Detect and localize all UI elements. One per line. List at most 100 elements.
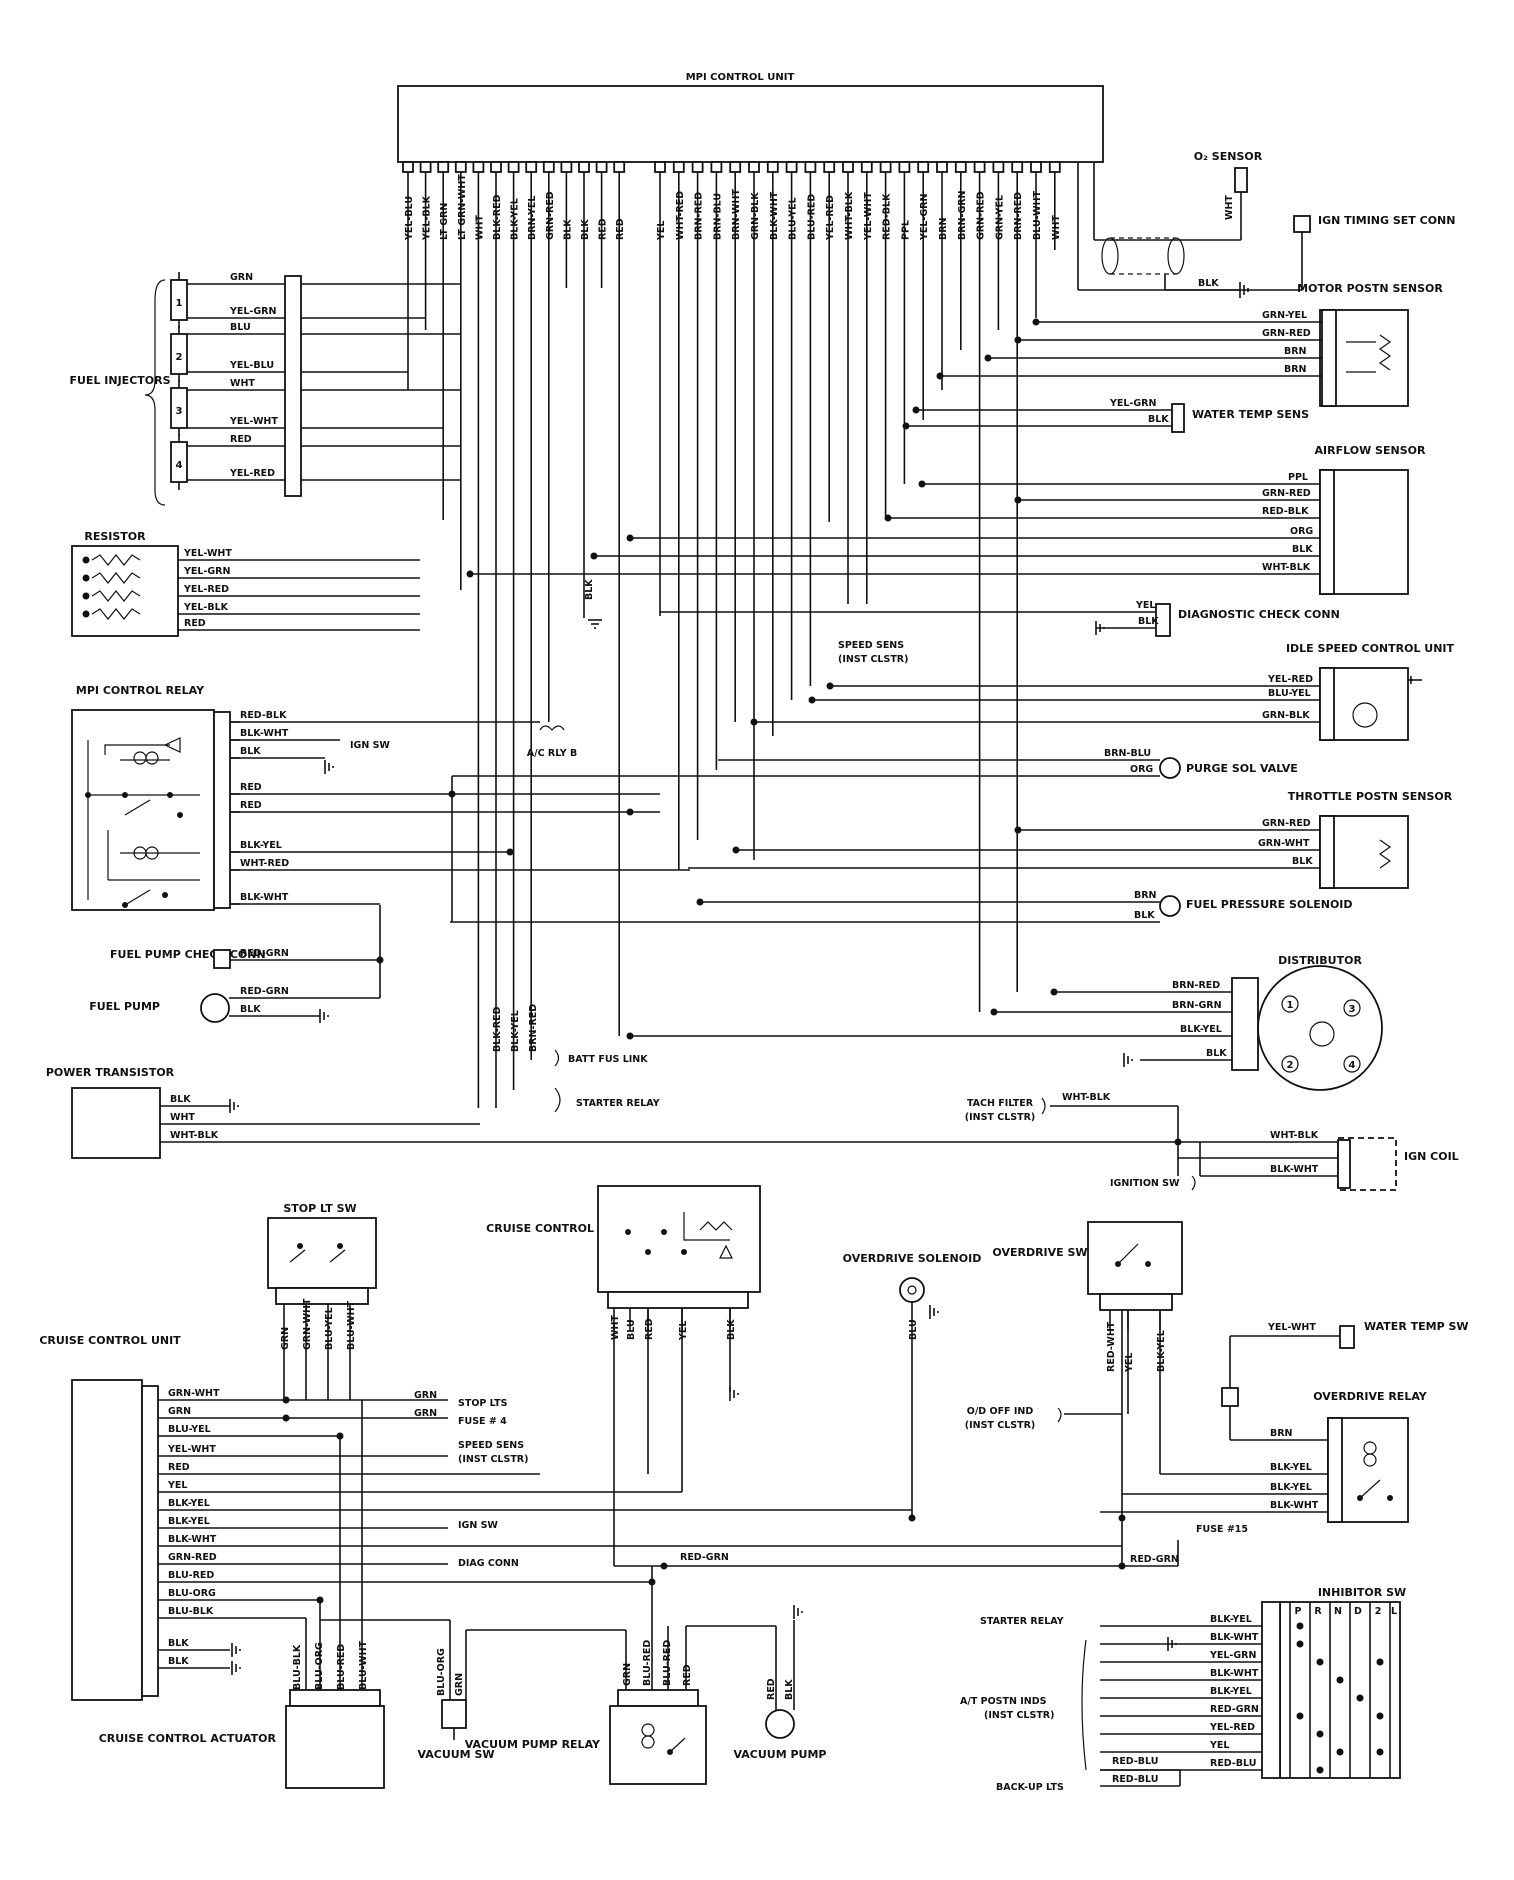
mpi-left-pin-label: YEL-BLU: [404, 196, 415, 241]
mpi-pin: [419, 161, 432, 173]
cruise-control-unit: CRUISE CONTROL UNIT GRN-WHTGRNBLU-YELYEL…: [39, 1334, 1122, 1701]
airflow-title: AIRFLOW SENSOR: [1315, 444, 1426, 457]
overdrive-sol-title: OVERDRIVE SOLENOID: [843, 1252, 982, 1265]
purge-sol-title: PURGE SOL VALVE: [1186, 762, 1298, 775]
vacuum-sw-wire-label: BLU-ORG: [436, 1648, 447, 1696]
tach-filter-title: TACH FILTER: [967, 1098, 1034, 1109]
right-wire-label: BRN: [1284, 364, 1307, 375]
right-wire-label: GRN-WHT: [1258, 838, 1310, 849]
cruise-wire-label: GRN: [168, 1406, 191, 1417]
batt-wire-3: BRN-RED: [528, 1004, 539, 1052]
overdrive-sw-title: OVERDRIVE SW: [992, 1246, 1087, 1259]
mpi-right-pin-label: BLU-WHT: [1032, 190, 1043, 240]
overdrive-solenoid: OVERDRIVE SOLENOID: [843, 1252, 982, 1303]
right-wire-label: BLK: [1292, 856, 1313, 867]
junction-dot: [912, 406, 920, 414]
tach-filter-sub: (INST CLSTR): [965, 1112, 1035, 1123]
mpi-right-pin-label: YEL: [656, 221, 667, 241]
ground-icon: [319, 1009, 329, 1023]
relay-wire-label: RED: [240, 782, 262, 793]
stop-lts-label: STOP LTS: [458, 1398, 508, 1409]
mpi-left-pin-label: LT GRN-WHT: [457, 174, 468, 240]
injector-wire-label: GRN: [230, 272, 253, 283]
stop-lt-wire-label: BLU-WHT: [346, 1300, 357, 1350]
motor-postn-sensor: MOTOR POSTN SENSOR: [1297, 282, 1443, 407]
injector-number: 3: [176, 406, 183, 417]
ground-icon: [231, 1661, 241, 1675]
ground-icon: [588, 619, 602, 629]
airflow-sensor: AIRFLOW SENSOR: [1315, 444, 1426, 595]
actuator-wire-label: BLU-RED: [336, 1644, 347, 1690]
right-side-wires: GRN-YELGRN-REDBRNBRNYEL-GRNBLKPPLGRN-RED…: [450, 310, 1322, 1061]
stop-lt-wire-label: BLU-YEL: [324, 1307, 335, 1350]
center-blk-label: BLK: [584, 579, 595, 600]
diag-check-title: DIAGNOSTIC CHECK CONN: [1178, 608, 1340, 621]
water-temp-sw-title: WATER TEMP SW: [1364, 1320, 1469, 1333]
junction-dot: [1316, 1766, 1324, 1774]
junction-dot: [918, 480, 926, 488]
ac-rly-label: A/C RLY B: [527, 748, 577, 759]
od-relay-wire-label: BLK-WHT: [1270, 1500, 1319, 1511]
cruise-diag-conn-label: DIAG CONN: [458, 1558, 519, 1569]
inhibitor-wire-label: BLK-WHT: [1210, 1632, 1259, 1643]
stop-lt-sw-title: STOP LT SW: [283, 1202, 356, 1215]
mpi-pin: [560, 161, 573, 173]
cruise-sw-wire-label: RED: [644, 1318, 655, 1340]
junction-dot: [884, 514, 892, 522]
mpi-right-pin-label: GRN-YEL: [994, 195, 1005, 240]
fuel-pressure-solenoid: FUEL PRESSURE SOLENOID: [1159, 895, 1353, 917]
od-relay-wire-label: BLK-YEL: [1270, 1462, 1312, 1473]
inhibitor-wire-label: YEL-RED: [1209, 1722, 1255, 1733]
cruise-refs: STOP LTS FUSE # 4 SPEED SENS (INST CLSTR…: [414, 1390, 528, 1569]
cruise-sw-wire-label: WHT: [610, 1315, 621, 1340]
cruise-control-sw: CRUISE CONTROL SW: [486, 1185, 761, 1309]
actuator-wire-label: BLU-WHT: [358, 1640, 369, 1690]
relay-wire-label: RED: [240, 800, 262, 811]
mpi-right-pin-label: BLU-RED: [806, 194, 817, 240]
batt-starter-wires: BLK-RED BLK-YEL BRN-RED BATT FUS LINK ST…: [492, 1004, 660, 1113]
ground-icon: [1167, 1637, 1177, 1651]
right-wire-label: BLU-YEL: [1268, 688, 1311, 699]
fuel-pressure-title: FUEL PRESSURE SOLENOID: [1186, 898, 1353, 911]
mpi-pin: [454, 161, 467, 173]
resistor-zigzag: [91, 608, 141, 620]
vacuum-pump-title: VACUUM PUMP: [734, 1748, 827, 1761]
o2-wire-label: WHT: [1224, 195, 1235, 220]
back-up-lts-label: BACK-UP LTS: [996, 1782, 1064, 1793]
junction-dot: [1050, 988, 1058, 996]
right-wire-label: BLK: [1206, 1048, 1227, 1059]
right-wire-label: BRN: [1284, 346, 1307, 357]
mpi-pin: [898, 161, 911, 173]
right-wire-label: RED-BLK: [1262, 506, 1309, 517]
mpi-pin: [936, 161, 948, 173]
junction-dot: [282, 1414, 290, 1422]
right-wire-label: BRN-BLU: [1104, 748, 1151, 759]
fuel-pump-wire-2: BLK: [240, 1004, 261, 1015]
mpi-right-pin-label: BRN: [938, 217, 949, 240]
at-postn-label: A/T POSTN INDS: [960, 1696, 1047, 1707]
mpi-right-pin-label: BRN-RED: [1013, 192, 1024, 240]
injector-wire-label: WHT: [230, 378, 255, 389]
mpi-pin: [823, 161, 836, 173]
inh-red-blu-1: RED-BLU: [1112, 1756, 1158, 1767]
mpi-left-pin-label: BLK-YEL: [510, 198, 521, 240]
mpi-right-pin-label: YEL-WHT: [863, 192, 874, 241]
inhibitor-position: L: [1391, 1606, 1397, 1617]
right-wire-label: WHT-BLK: [1262, 562, 1311, 573]
idle-speed-title: IDLE SPEED CONTROL UNIT: [1286, 642, 1455, 655]
mpi-pin: [954, 161, 967, 173]
od-relay-wire-label: BLK-YEL: [1270, 1482, 1312, 1493]
ground-icon: [231, 1643, 241, 1657]
power-transistor-title: POWER TRANSISTOR: [46, 1066, 175, 1079]
purge-sol-valve: PURGE SOL VALVE: [1159, 757, 1298, 779]
water-temp-sens-title: WATER TEMP SENS: [1192, 408, 1309, 421]
mpi-right-pin-label: WHT: [1051, 215, 1062, 240]
junction-dot: [1376, 1712, 1384, 1720]
right-wire-label: GRN-YEL: [1262, 310, 1307, 321]
mpi-pin: [729, 161, 742, 173]
ign-coil-wire-2: BLK-WHT: [1270, 1164, 1319, 1175]
junction-dot: [902, 422, 910, 430]
junction-dot: [936, 372, 944, 380]
